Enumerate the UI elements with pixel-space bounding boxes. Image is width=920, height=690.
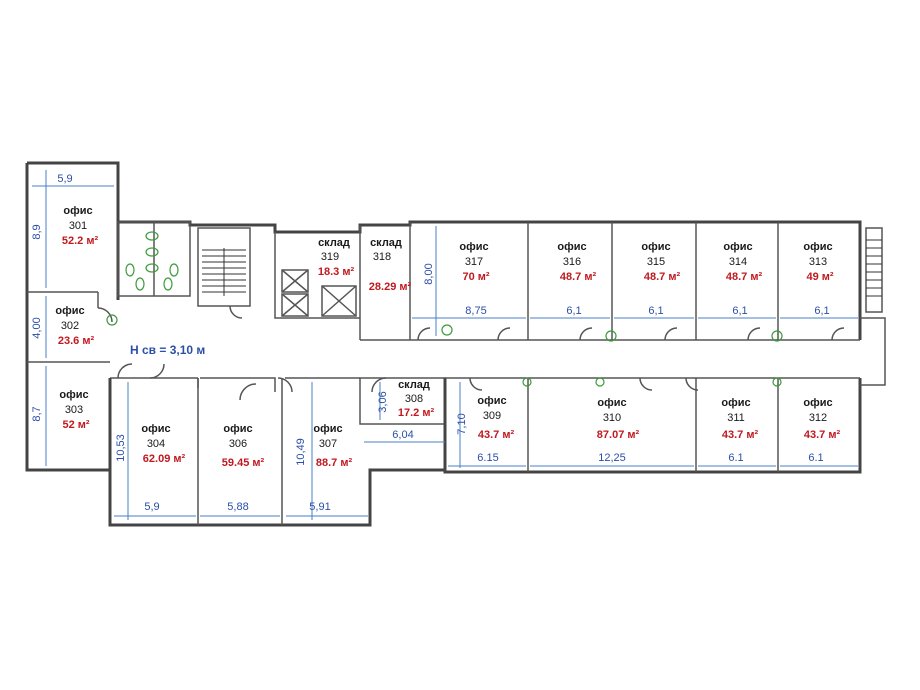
dim-302-height: 4,00 (31, 317, 43, 338)
room-311-name: офис (721, 397, 750, 409)
room-307-name: офис (313, 423, 342, 435)
room-318-number: 318 (373, 251, 391, 263)
room-318-area: 28.29 м² (369, 281, 412, 293)
room-307-area: 88.7 м² (316, 457, 353, 469)
room-314-name: офис (723, 241, 752, 253)
elevator-2 (281, 293, 309, 317)
dim-313-width: 6,1 (814, 305, 829, 317)
room-319-name: склад (318, 237, 350, 249)
walls (25, 161, 886, 527)
elev-x3b (321, 285, 357, 317)
dim-315-width: 6,1 (648, 305, 663, 317)
dim-317-width: 8,75 (465, 305, 486, 317)
room-313-number: 313 (809, 256, 827, 268)
dim-317-height: 8,00 (423, 263, 435, 284)
room-316-number: 316 (563, 256, 581, 268)
elevator-1 (281, 269, 309, 293)
elevator-3 (321, 285, 357, 317)
room-317-area: 70 м² (462, 271, 489, 283)
room-314-area: 48.7 м² (726, 271, 763, 283)
room-311-area: 43.7 м² (722, 429, 759, 441)
room-319-area: 18.3 м² (318, 266, 355, 278)
room-315-number: 315 (647, 256, 665, 268)
room-302-area: 23.6 м² (58, 335, 95, 347)
room-315-name: офис (641, 241, 670, 253)
room-306-number: 306 (229, 438, 247, 450)
dimension-lines (32, 170, 858, 520)
room-304-area: 62.09 м² (143, 453, 186, 465)
stairwell (197, 227, 251, 307)
dim-312-width: 6.1 (808, 452, 823, 464)
dim-303-height: 8,7 (31, 406, 43, 421)
east-stair-treads (866, 239, 882, 297)
east-stair (865, 227, 883, 313)
dim-309-width: 6.15 (477, 452, 498, 464)
room-labels: офис 301 52.2 м² офис 302 23.6 м² офис 3… (55, 205, 840, 469)
wall-corridor-south-west (110, 377, 360, 392)
dim-301-height: 8,9 (31, 224, 43, 239)
room-316-area: 48.7 м² (560, 271, 597, 283)
room-302-name: офис (55, 305, 84, 317)
dim-310-width: 12,25 (598, 452, 626, 464)
elev-x1b (281, 269, 309, 293)
room-316-name: офис (557, 241, 586, 253)
room-312-name: офис (803, 397, 832, 409)
dim-307-height: 10,49 (295, 438, 307, 466)
dim-304-width: 5,9 (144, 501, 159, 513)
room-314-number: 314 (729, 256, 747, 268)
dim-314-width: 6,1 (732, 305, 747, 317)
room-318-name: склад (370, 237, 402, 249)
room-306-name: офис (223, 423, 252, 435)
door-swings (97, 305, 845, 401)
room-304-name: офис (141, 423, 170, 435)
room-311-number: 311 (727, 412, 745, 424)
wall-south-east (443, 378, 862, 474)
room-319-number: 319 (321, 251, 339, 263)
fixtures (106, 231, 783, 387)
dim-308-height: 3,06 (377, 391, 389, 412)
dim-309-height: 7,10 (456, 413, 468, 434)
dim-316-width: 6,1 (566, 305, 581, 317)
dim-308-width: 6,04 (392, 429, 413, 441)
room-315-area: 48.7 м² (644, 271, 681, 283)
room-310-area: 87.07 м² (597, 429, 640, 441)
room-303-area: 52 м² (62, 419, 89, 431)
room-309-area: 43.7 м² (478, 429, 515, 441)
dim-304-height: 10,53 (115, 434, 127, 462)
room-312-area: 43.7 м² (804, 429, 841, 441)
room-313-name: офис (803, 241, 832, 253)
room-309-number: 309 (483, 410, 501, 422)
elev-x2b (281, 293, 309, 317)
dim-306-width: 5,88 (227, 501, 248, 513)
room-308-area: 17.2 м² (398, 407, 435, 419)
room-301-number: 301 (69, 220, 87, 232)
room-303-number: 303 (65, 404, 83, 416)
east-exit (860, 317, 886, 386)
wall-319 (274, 232, 360, 319)
dim-301-width: 5,9 (57, 173, 72, 185)
dim-311-width: 6.1 (728, 452, 743, 464)
room-304-number: 304 (147, 438, 165, 450)
dim-307-width: 5,91 (309, 501, 330, 513)
room-308-number: 308 (405, 393, 423, 405)
room-301-name: офис (63, 205, 92, 217)
dimension-labels: 5,9 8,9 4,00 8,7 10,53 5,9 5,88 10,49 5,… (31, 173, 830, 513)
room-306-area: 59.45 м² (222, 457, 265, 469)
room-317-name: офис (459, 241, 488, 253)
room-308-name: склад (398, 379, 430, 391)
room-310-number: 310 (603, 412, 621, 424)
stair-treads (202, 248, 246, 296)
room-302-number: 302 (61, 320, 79, 332)
ceiling-height-label: H св = 3,10 м (130, 343, 205, 357)
room-301-area: 52.2 м² (62, 235, 99, 247)
room-313-area: 49 м² (806, 271, 833, 283)
room-317-number: 317 (465, 256, 483, 268)
room-307-number: 307 (319, 438, 337, 450)
room-310-name: офис (597, 397, 626, 409)
room-309-name: офис (477, 395, 506, 407)
room-303-name: офис (59, 389, 88, 401)
room-312-number: 312 (809, 412, 827, 424)
wall-south-west (108, 378, 445, 527)
